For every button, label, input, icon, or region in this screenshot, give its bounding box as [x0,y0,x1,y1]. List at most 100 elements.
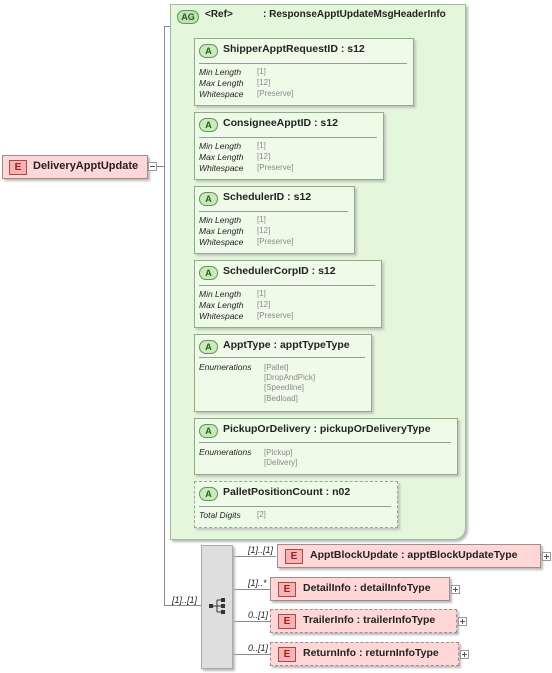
facet-value: [12] [257,300,271,309]
connector-line [231,621,270,622]
child-cardinality: 0..[1] [248,610,269,620]
enumeration-value: [Pallet] [264,363,289,372]
attribute-group-ref: <Ref> [205,9,233,20]
sequence-compositor[interactable] [201,545,233,669]
facet-value: [Preserve] [257,89,294,98]
attribute-badge-icon: A [199,266,218,280]
enumeration-value: [Delivery] [264,458,298,467]
connector-line [231,589,270,590]
element-badge-icon: E [278,614,296,629]
facet-label: Min Length [199,141,242,151]
attribute-scheduler-id[interactable]: A SchedulerID : s12 Min Length [1] Max L… [194,186,355,254]
connector-line [231,654,270,655]
facet-label: Max Length [199,226,244,236]
root-element-label: DeliveryApptUpdate [33,160,139,172]
facet-label: Whitespace [199,163,244,173]
divider [199,63,407,64]
divider [199,285,375,286]
attribute-badge-icon: A [199,192,218,206]
facet-label: Enumerations [199,362,252,372]
facet-label: Whitespace [199,237,244,247]
sequence-cardinality: [1]..[1] [172,595,198,605]
facet-label: Min Length [199,67,242,77]
element-badge-icon: E [9,160,27,175]
connector-line [152,166,165,167]
divider [199,137,377,138]
divider [199,211,348,212]
connector-line [231,556,276,557]
facet-value: [Preserve] [257,237,294,246]
facet-value: [12] [257,226,271,235]
expand-toggle-icon[interactable] [460,650,469,659]
facet-value: [1] [257,67,266,76]
divider [199,442,451,443]
attribute-name: PalletPositionCount : n02 [223,486,351,498]
attribute-consignee-appt-id[interactable]: A ConsigneeApptID : s12 Min Length [1] M… [194,112,384,180]
attribute-pickup-or-delivery[interactable]: A PickupOrDelivery : pickupOrDeliveryTyp… [194,418,458,475]
attribute-pallet-position-count[interactable]: A PalletPositionCount : n02 Total Digits… [194,481,398,528]
facet-value: [1] [257,289,266,298]
attribute-badge-icon: A [199,340,218,354]
connector-line [164,26,165,606]
facet-label: Min Length [199,215,242,225]
facet-value: [12] [257,152,271,161]
facet-value: [1] [257,215,266,224]
facet-value: [2] [257,510,266,519]
connector-line [164,605,201,606]
attribute-group-badge-icon: AG [177,10,199,24]
child-element-return-info[interactable]: E ReturnInfo : returnInfoType [270,642,459,666]
facet-label: Whitespace [199,89,244,99]
child-element-trailer-info[interactable]: E TrailerInfo : trailerInfoType [270,609,457,633]
facet-label: Whitespace [199,311,244,321]
facet-value: [Preserve] [257,311,294,320]
child-cardinality: [1]..* [248,578,267,588]
child-element-label: DetailInfo : detailInfoType [303,582,431,594]
element-badge-icon: E [278,582,296,597]
attribute-appt-type[interactable]: A ApptType : apptTypeType Enumerations [… [194,334,372,412]
element-badge-icon: E [278,647,296,662]
enumeration-value: [Bedload] [264,394,298,403]
expand-toggle-icon[interactable] [458,617,467,626]
connector-line [164,26,170,27]
element-badge-icon: E [285,549,303,564]
enumeration-value: [DropAndPick] [264,373,316,382]
attribute-badge-icon: A [199,424,218,438]
facet-label: Max Length [199,78,244,88]
attribute-scheduler-corp-id[interactable]: A SchedulerCorpID : s12 Min Length [1] M… [194,260,382,328]
facet-label: Total Digits [199,510,241,520]
facet-label: Enumerations [199,447,252,457]
enumeration-value: [Speedline] [264,383,305,392]
child-element-label: ApptBlockUpdate : apptBlockUpdateType [310,549,518,561]
enumeration-value: [Pickup] [264,448,293,457]
child-element-appt-block-update[interactable]: E ApptBlockUpdate : apptBlockUpdateType [277,544,541,568]
child-element-label: ReturnInfo : returnInfoType [303,647,439,659]
facet-value: [12] [257,78,271,87]
facet-label: Max Length [199,300,244,310]
child-cardinality: 0..[1] [248,643,269,653]
attribute-name: ConsigneeApptID : s12 [223,117,338,129]
expand-toggle-icon[interactable] [542,552,551,561]
attribute-name: PickupOrDelivery : pickupOrDeliveryType [223,423,431,435]
divider [199,506,391,507]
facet-value: [1] [257,141,266,150]
attribute-group-type: : ResponseApptUpdateMsgHeaderInfo [263,9,446,20]
attribute-name: SchedulerCorpID : s12 [223,265,336,277]
facet-value: [Preserve] [257,163,294,172]
attribute-name: ShipperApptRequestID : s12 [223,43,365,55]
child-element-detail-info[interactable]: E DetailInfo : detailInfoType [270,577,450,601]
attribute-name: ApptType : apptTypeType [223,339,350,351]
collapse-toggle-icon[interactable] [148,162,157,171]
facet-label: Max Length [199,152,244,162]
attribute-badge-icon: A [199,118,218,132]
attribute-shipper-appt-request-id[interactable]: A ShipperApptRequestID : s12 Min Length … [194,38,414,106]
expand-toggle-icon[interactable] [451,585,460,594]
attribute-badge-icon: A [199,44,218,58]
facet-label: Min Length [199,289,242,299]
divider [199,357,365,358]
attribute-name: SchedulerID : s12 [223,191,312,203]
sequence-icon [208,598,226,619]
child-element-label: TrailerInfo : trailerInfoType [303,614,436,626]
root-element-delivery-appt-update[interactable]: E DeliveryApptUpdate [2,155,148,179]
attribute-badge-icon: A [199,487,218,501]
child-cardinality: [1]..[1] [248,545,274,555]
